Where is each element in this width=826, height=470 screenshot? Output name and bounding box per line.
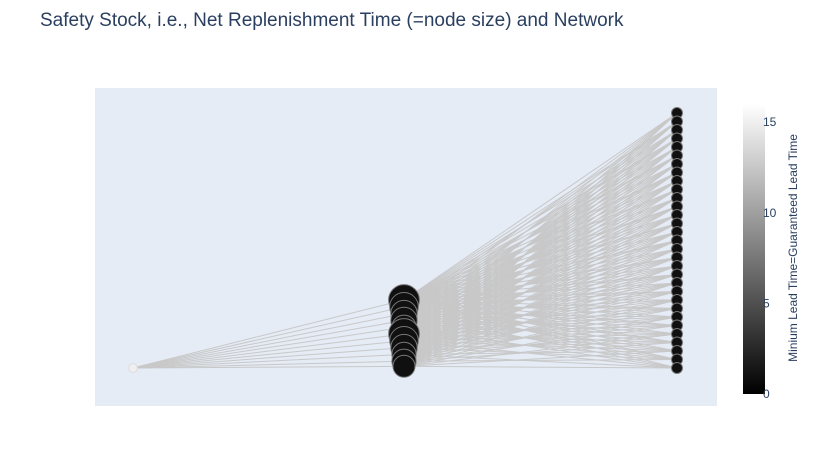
network-edge [403, 155, 678, 349]
network-edge [403, 163, 678, 355]
network-edge [403, 316, 678, 367]
colorbar-tick-label: 5 [763, 296, 770, 310]
network-edge [403, 163, 678, 342]
network-edge [403, 231, 678, 355]
network-edge [403, 138, 678, 308]
colorbar-tick-label: 15 [763, 115, 777, 129]
network-edge [403, 129, 678, 315]
network-edge [403, 112, 678, 301]
network-edge [132, 365, 405, 369]
network-edge [403, 112, 678, 367]
network-edge [403, 299, 678, 355]
network-edge [403, 282, 678, 367]
network-edge [403, 353, 678, 369]
network-edge [132, 333, 405, 369]
network-node [128, 363, 138, 373]
network-edge [132, 360, 405, 369]
network-edge [403, 265, 678, 355]
network-edge [403, 146, 678, 315]
network-edge [132, 299, 405, 369]
network-edge [403, 214, 678, 367]
network-edge [132, 306, 405, 369]
colorbar: 0 5 10 15 Minium Lead Time=Guaranteed Lead … [743, 104, 800, 401]
network-edge [403, 350, 678, 367]
network-node [392, 354, 416, 378]
network-edge [403, 172, 678, 335]
network-edge [403, 197, 678, 367]
network-edge [403, 365, 678, 369]
network-edge [403, 231, 678, 367]
network-node [671, 362, 683, 374]
nodes-layer [128, 107, 683, 378]
colorbar-gradient [743, 104, 765, 394]
network-edge [132, 340, 405, 369]
network-edge [403, 146, 678, 342]
network-edge [403, 146, 678, 367]
network-edge [403, 265, 678, 367]
network-edge [403, 172, 678, 349]
network-edge [403, 129, 678, 328]
network-edge [403, 197, 678, 355]
network-edge [403, 214, 678, 355]
network-edge [132, 347, 405, 369]
network-edge [403, 121, 678, 335]
network-edge [403, 112, 678, 342]
network-edge [403, 129, 678, 301]
network-edge [403, 121, 678, 362]
network-edge [403, 299, 678, 367]
network-edge [403, 163, 678, 328]
network-edge [403, 248, 678, 367]
network-edge [403, 282, 678, 355]
network-edge [403, 163, 678, 301]
network-edge [403, 180, 678, 355]
network-edge [403, 155, 678, 335]
network-edge [132, 313, 405, 369]
network-edge [132, 319, 405, 369]
network-edge [403, 121, 678, 308]
network-edge [403, 112, 678, 355]
network-edge [403, 129, 678, 367]
network-edge [403, 138, 678, 335]
network-edge [403, 138, 678, 348]
network-edge [403, 350, 678, 355]
edges-layer [132, 112, 678, 369]
network-edge [403, 333, 678, 367]
colorbar-title: Minium Lead Time=Guaranteed Lead Time [786, 134, 800, 362]
colorbar-tick-label: 0 [763, 387, 770, 401]
network-edge [132, 353, 405, 369]
network-edge [403, 248, 678, 355]
network-edge [403, 129, 678, 355]
network-edge [403, 180, 678, 367]
network-edge [403, 146, 678, 301]
network-edge [403, 333, 678, 355]
network-edge [403, 146, 678, 328]
colorbar-ticks: 0 5 10 15 [763, 115, 777, 401]
chart-title: Safety Stock, i.e., Net Replenishment Ti… [40, 10, 624, 31]
network-edge [403, 163, 678, 367]
network-edge [403, 112, 678, 328]
network-edge [403, 129, 678, 342]
colorbar-tick-label: 10 [763, 206, 777, 220]
network-edge [403, 316, 678, 355]
network-edge [403, 163, 678, 315]
network-edge [403, 155, 678, 308]
network-edge [403, 121, 678, 348]
network-edge [403, 146, 678, 355]
network-edge [132, 326, 405, 369]
network-edge [403, 112, 678, 315]
